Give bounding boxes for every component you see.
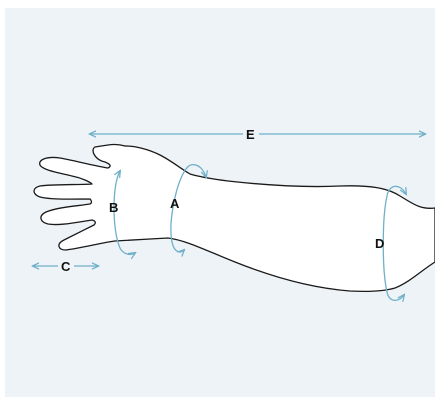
measure-d-label: D (375, 236, 384, 251)
arm-outline (34, 144, 435, 291)
measure-c-label: C (61, 259, 71, 274)
measure-e-label: E (246, 127, 255, 142)
measure-b-label: B (109, 200, 118, 215)
measure-a-label: A (170, 196, 180, 211)
